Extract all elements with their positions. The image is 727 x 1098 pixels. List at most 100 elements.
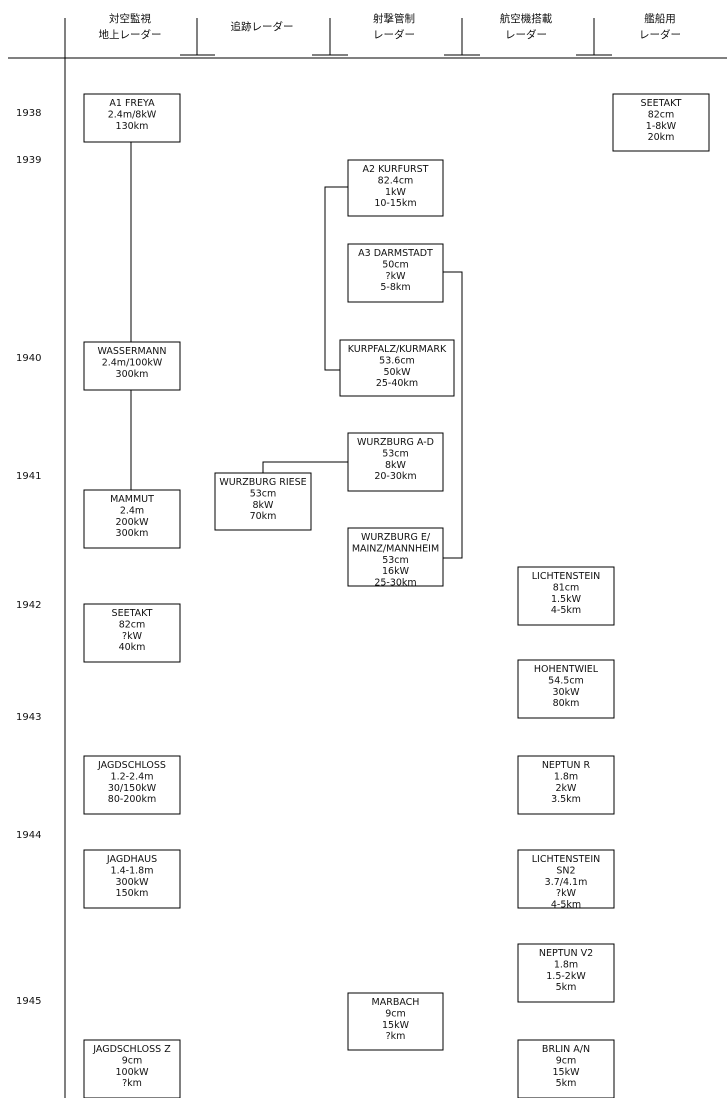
year-label: 1940 [16,353,41,364]
radar-spec: 8kW [253,500,275,511]
radar-spec: 54.5cm [548,675,584,686]
radar-spec: 300kW [115,877,149,888]
radar-box-border [347,432,444,492]
radar-spec: 5km [556,1078,577,1089]
radar-spec: 15kW [382,1020,410,1031]
radar-name: A3 DARMSTADT [358,248,433,259]
radar-box-border [612,93,710,152]
radar-spec: 300km [116,369,149,380]
radar-spec: 30/150kW [108,783,157,794]
radar-box-border [83,603,181,663]
radar-box-border [83,93,181,143]
radar-box-border [83,849,181,909]
radar-spec: ?kW [556,888,577,899]
radar-spec: 53cm [382,448,409,459]
radar-spec: 300km [116,528,149,539]
radar-spec: MAINZ/MANNHEIM [352,543,439,554]
radar-spec: 40km [119,642,146,653]
radar-spec: 80km [553,698,580,709]
year-label: 1938 [16,108,41,119]
radar-name: NEPTUN R [542,760,591,771]
radar-spec: 3.5km [551,794,581,805]
year-label: 1941 [16,471,41,482]
radar-spec: 1.8m [554,771,578,782]
column-header-line: レーダー [505,28,547,41]
radar-spec: 82cm [119,619,146,630]
radar-spec: 5km [556,982,577,993]
radar-box-border [517,1039,615,1098]
radar-spec: 1-8kW [646,121,677,132]
radar-name: JAGDSCHLOSS [97,760,166,771]
radar-spec: 81cm [553,582,580,593]
radar-spec: 1kW [385,187,407,198]
radar-spec: 82.4cm [378,175,414,186]
radar-spec: 2kW [556,783,578,794]
radar-name: LICHTENSTEIN [532,571,601,582]
radar-name: MARBACH [372,997,420,1008]
column-header-line: 地上レーダー [99,28,162,41]
radar-box-border [83,489,181,549]
connector-lines [130,142,463,559]
radar-spec: 150km [116,888,149,899]
radar-name: WURZBURG E/ [361,532,431,543]
radar-name: WURZBURG RIESE [219,477,306,488]
radar-spec: 1.2-2.4m [111,771,154,782]
column-header-line: レーダー [373,28,415,41]
radar-spec: 9cm [556,1055,577,1066]
radar-box-border [214,472,312,531]
radar-spec: 70km [250,511,277,522]
column-header-line: レーダー [639,28,681,41]
radar-spec: 25-40km [376,378,418,389]
connector-line [443,271,463,559]
radar-spec: 3.7/4.1m [545,877,588,888]
radar-spec: 50cm [382,259,409,270]
connector-line [262,461,348,473]
radar-box-border [347,992,444,1051]
radar-spec: 15kW [553,1067,581,1078]
radar-box-border [83,755,181,815]
radar-spec: 53cm [382,555,409,566]
radar-spec: 16kW [382,566,410,577]
radar-spec: 30kW [553,687,581,698]
year-label: 1943 [16,712,41,723]
radar-spec: 50kW [384,367,412,378]
radar-spec: 82cm [648,109,675,120]
radar-spec: ?km [386,1031,406,1042]
radar-box-border [347,527,444,587]
radar-spec: 53.6cm [379,355,415,366]
radar-spec: 10-15km [374,198,416,209]
radar-spec: 4-5km [551,900,581,911]
radar-spec: 5-8km [380,282,410,293]
radar-box-border [83,341,181,391]
connector-line [324,186,348,371]
radar-name: SEETAKT [112,608,153,619]
radar-spec: 9cm [122,1055,143,1066]
radar-spec: 9cm [385,1008,406,1019]
radar-spec: 8kW [385,460,407,471]
radar-spec: ?km [122,1078,142,1089]
radar-box-border [339,339,455,397]
column-header-line: 航空機搭載 [500,12,553,25]
radar-box-border [517,755,615,815]
radar-name: WASSERMANN [98,346,167,357]
radar-spec: 100kW [115,1067,149,1078]
frame-lines [8,18,727,1098]
radar-name: JAGDSCHLOSS Z [92,1044,171,1055]
radar-spec: 1.5kW [551,594,582,605]
